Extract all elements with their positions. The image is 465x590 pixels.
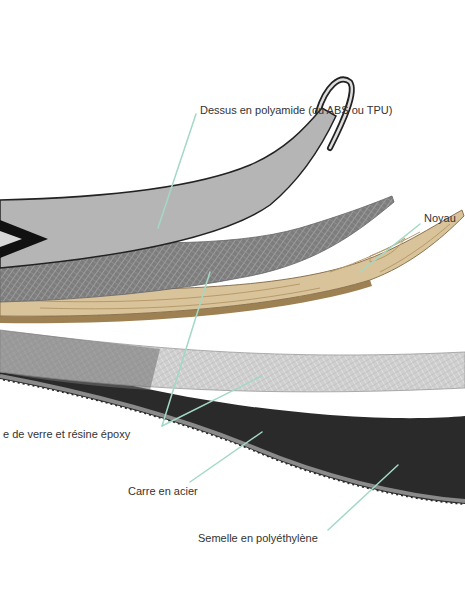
leader-line xyxy=(162,272,210,426)
part-label: Carre en acier xyxy=(128,485,198,498)
leader-line xyxy=(158,114,196,228)
part-label: Noyau xyxy=(424,212,456,225)
part-label: e de verre et résine époxy xyxy=(3,428,130,441)
leader-lines xyxy=(158,114,420,530)
logo-chevron-inner xyxy=(0,231,22,247)
leader-line xyxy=(162,376,262,426)
lower-fibre-layer xyxy=(0,330,465,392)
part-label: Dessus en polyamide (ou ABS ou TPU) xyxy=(200,104,392,117)
part-label: Semelle en polyéthylène xyxy=(198,532,318,545)
leader-line xyxy=(360,224,420,272)
leader-line xyxy=(190,432,262,482)
logo-chevron xyxy=(0,220,48,258)
steel-edge-teeth xyxy=(0,380,465,505)
lower-fibre-shade xyxy=(0,330,160,390)
top-sheet xyxy=(0,108,336,268)
leader-line xyxy=(328,465,398,530)
